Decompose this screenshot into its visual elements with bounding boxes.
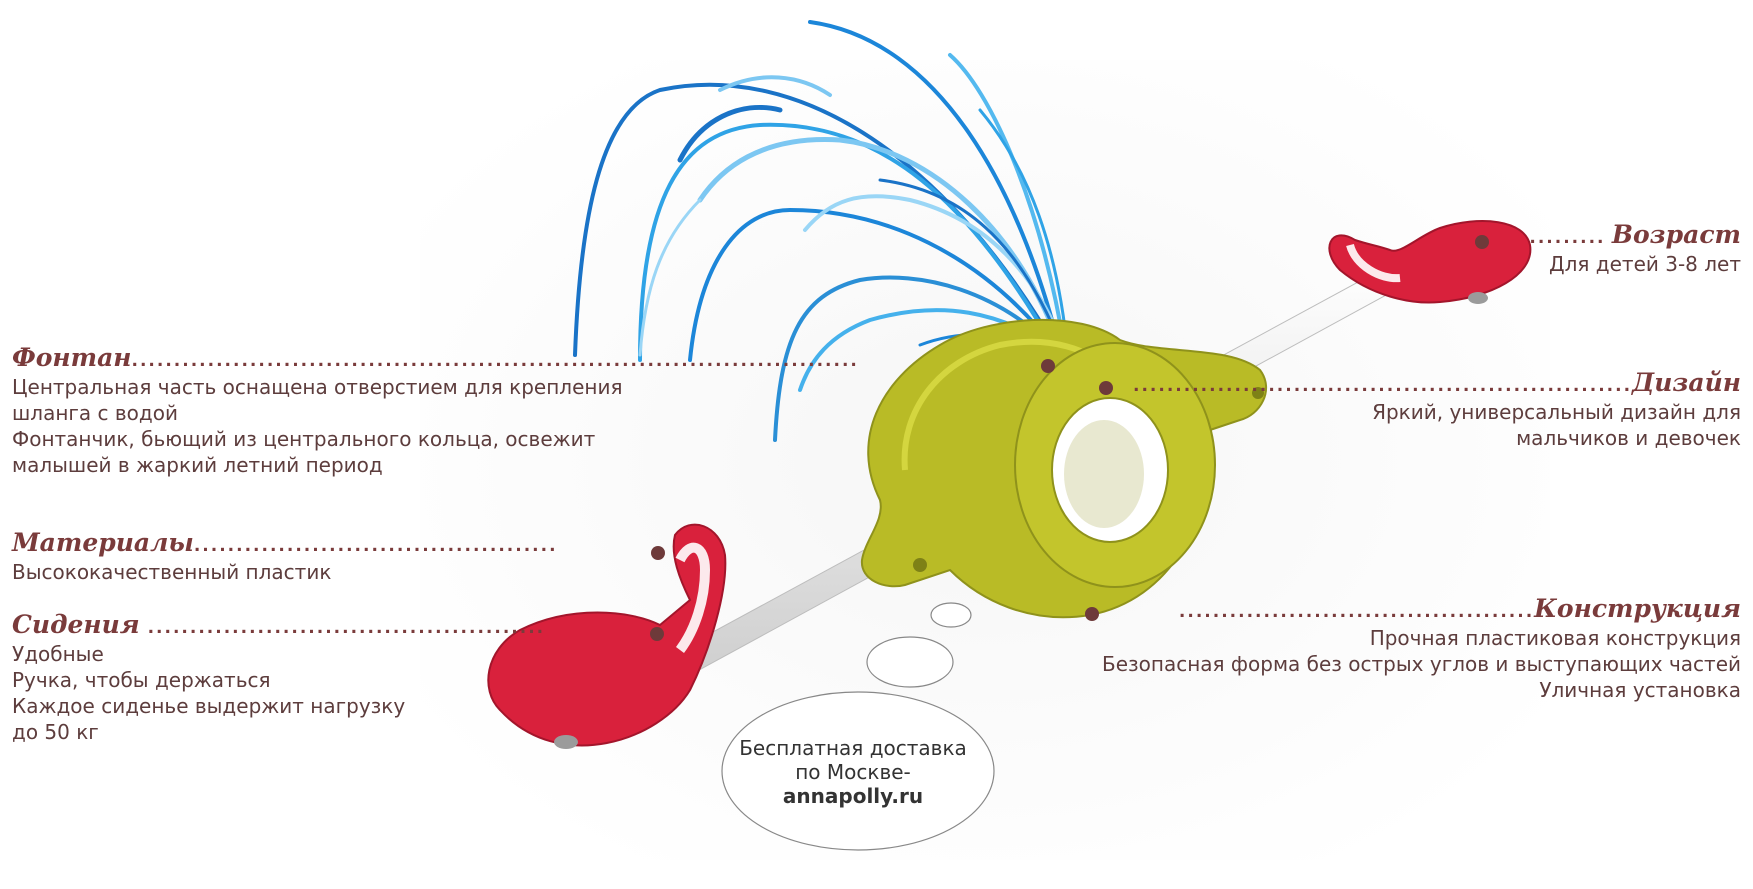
callout-fountain-line: шланга с водой: [12, 401, 178, 425]
seats-marker: [650, 627, 664, 641]
fountain-marker: [1041, 359, 1055, 373]
leader-dots: ........................................…: [1133, 376, 1633, 396]
callout-design: ........................................…: [1133, 370, 1741, 451]
callout-fountain: Фонтан..................................…: [12, 345, 859, 478]
callout-fountain-line: Фонтанчик, бьющий из центрального кольца…: [12, 427, 596, 451]
construction-marker: [1085, 607, 1099, 621]
callout-seats-line: Каждое сиденье выдержит нагрузку: [12, 694, 406, 718]
delivery-bubble-text: Бесплатная доставка по Москве- annapolly…: [718, 736, 988, 808]
callout-construction-line: Прочная пластиковая конструкция: [1369, 626, 1741, 650]
callout-seats-line: Удобные: [12, 642, 104, 666]
leader-dots: ........................................…: [139, 618, 546, 638]
delivery-bubble: [721, 602, 995, 851]
callout-seats-line: Ручка, чтобы держаться: [12, 668, 271, 692]
callout-seats-title: Сидения: [12, 610, 140, 639]
callout-design-title: Дизайн: [1632, 368, 1741, 397]
leader-dots: ........................................…: [1178, 602, 1535, 622]
materials-marker: [651, 546, 665, 560]
callout-materials-title: Материалы: [12, 528, 194, 557]
callout-construction-line: Безопасная форма без острых углов и выст…: [1101, 652, 1741, 676]
design-marker: [1099, 381, 1113, 395]
callout-age-title: Возраст: [1611, 220, 1741, 249]
callout-markers: [650, 235, 1489, 641]
leader-dots: ........................................…: [131, 351, 859, 371]
callout-construction-line: Уличная установка: [1539, 678, 1741, 702]
callout-age-line: Для детей 3-8 лет: [1548, 252, 1741, 276]
callout-design-line: мальчиков и девочек: [1516, 426, 1741, 450]
callout-fountain-line: малышей в жаркий летний период: [12, 453, 383, 477]
leader-dots: ........................................…: [193, 536, 558, 556]
callout-construction-title: Конструкция: [1534, 594, 1741, 623]
delivery-line: Бесплатная доставка: [739, 736, 967, 760]
leader-dots: .........: [1529, 228, 1606, 248]
callout-seats: Сидения ................................…: [12, 612, 545, 745]
left-seat: [487, 523, 727, 749]
delivery-line: по Москве-: [795, 760, 911, 784]
callout-materials-line: Высококачественный пластик: [12, 560, 332, 584]
age-marker: [1475, 235, 1489, 249]
callout-seats-line: до 50 кг: [12, 720, 99, 744]
callout-design-line: Яркий, универсальный дизайн для: [1372, 400, 1741, 424]
site-name: annapolly.ru: [782, 784, 924, 808]
callout-age: ......... Возраст Для детей 3-8 лет: [1529, 222, 1741, 277]
callout-fountain-title: Фонтан: [12, 343, 132, 372]
callout-fountain-line: Центральная часть оснащена отверстием дл…: [12, 375, 623, 399]
callout-construction: ........................................…: [1102, 596, 1741, 703]
fountain-body: [860, 318, 1267, 619]
water-fountain: [573, 20, 1070, 442]
callout-materials: Материалы...............................…: [12, 530, 558, 585]
